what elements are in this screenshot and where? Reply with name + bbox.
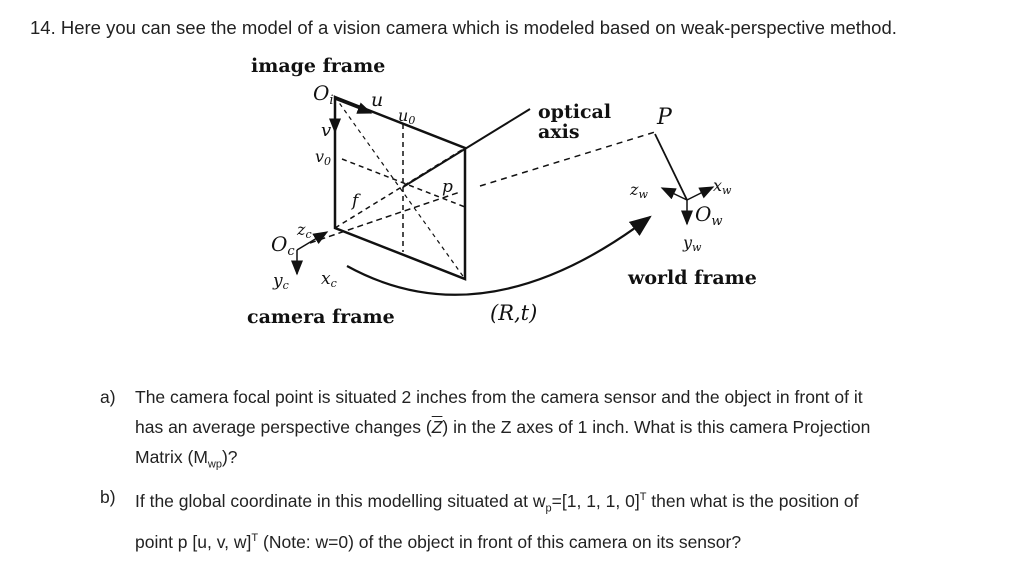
world-frame-label: world frame xyxy=(627,267,757,289)
optical-axis-label-2: axis xyxy=(538,121,580,143)
part-a-line1: The camera focal point is situated 2 inc… xyxy=(135,387,863,407)
part-a-line2: has an average perspective changes (Z) i… xyxy=(135,417,871,437)
question-text: 14. Here you can see the model of a visi… xyxy=(30,17,897,38)
v0-label: v0 xyxy=(315,147,331,168)
z-bar-symbol: Z xyxy=(431,417,443,437)
part-b-line2: point p [u, v, w]T (Note: w=0) of the ob… xyxy=(135,532,742,553)
f-label: f xyxy=(350,191,361,211)
rt-label: (R,t) xyxy=(490,301,537,325)
optical-axis-label-1: optical xyxy=(538,101,611,123)
part-b-label: b) xyxy=(100,487,116,507)
part-a-label: a) xyxy=(100,387,116,407)
camera-frame-label: camera frame xyxy=(247,306,395,328)
u0-label: u0 xyxy=(398,106,415,127)
oi-label: Oi xyxy=(313,81,334,108)
zw-label: zw xyxy=(629,180,648,201)
P-label: P xyxy=(656,105,673,130)
ow-label: Ow xyxy=(695,202,723,229)
image-plane xyxy=(333,95,467,281)
xw-label: xw xyxy=(713,176,732,197)
p-label: p xyxy=(442,177,453,197)
image-frame-title: image frame xyxy=(251,55,385,77)
zc-label: zc xyxy=(296,220,312,241)
yw-label: yw xyxy=(682,233,702,254)
camera-model-diagram: image frame Oi u u0 v v0 p optical axis xyxy=(247,55,757,328)
part-a-line3: Matrix (Mwp)? xyxy=(135,447,238,471)
v-label: v xyxy=(321,120,331,141)
u-label: u xyxy=(371,89,383,111)
camera-model-figure: image frame Oi u u0 v v0 p optical axis xyxy=(235,52,760,334)
xc-label: xc xyxy=(321,269,337,290)
yc-label: yc xyxy=(272,271,289,292)
oc-label: Oc xyxy=(271,232,295,259)
transform-arc xyxy=(346,215,652,296)
part-b-line1: If the global coordinate in this modelli… xyxy=(135,490,859,515)
